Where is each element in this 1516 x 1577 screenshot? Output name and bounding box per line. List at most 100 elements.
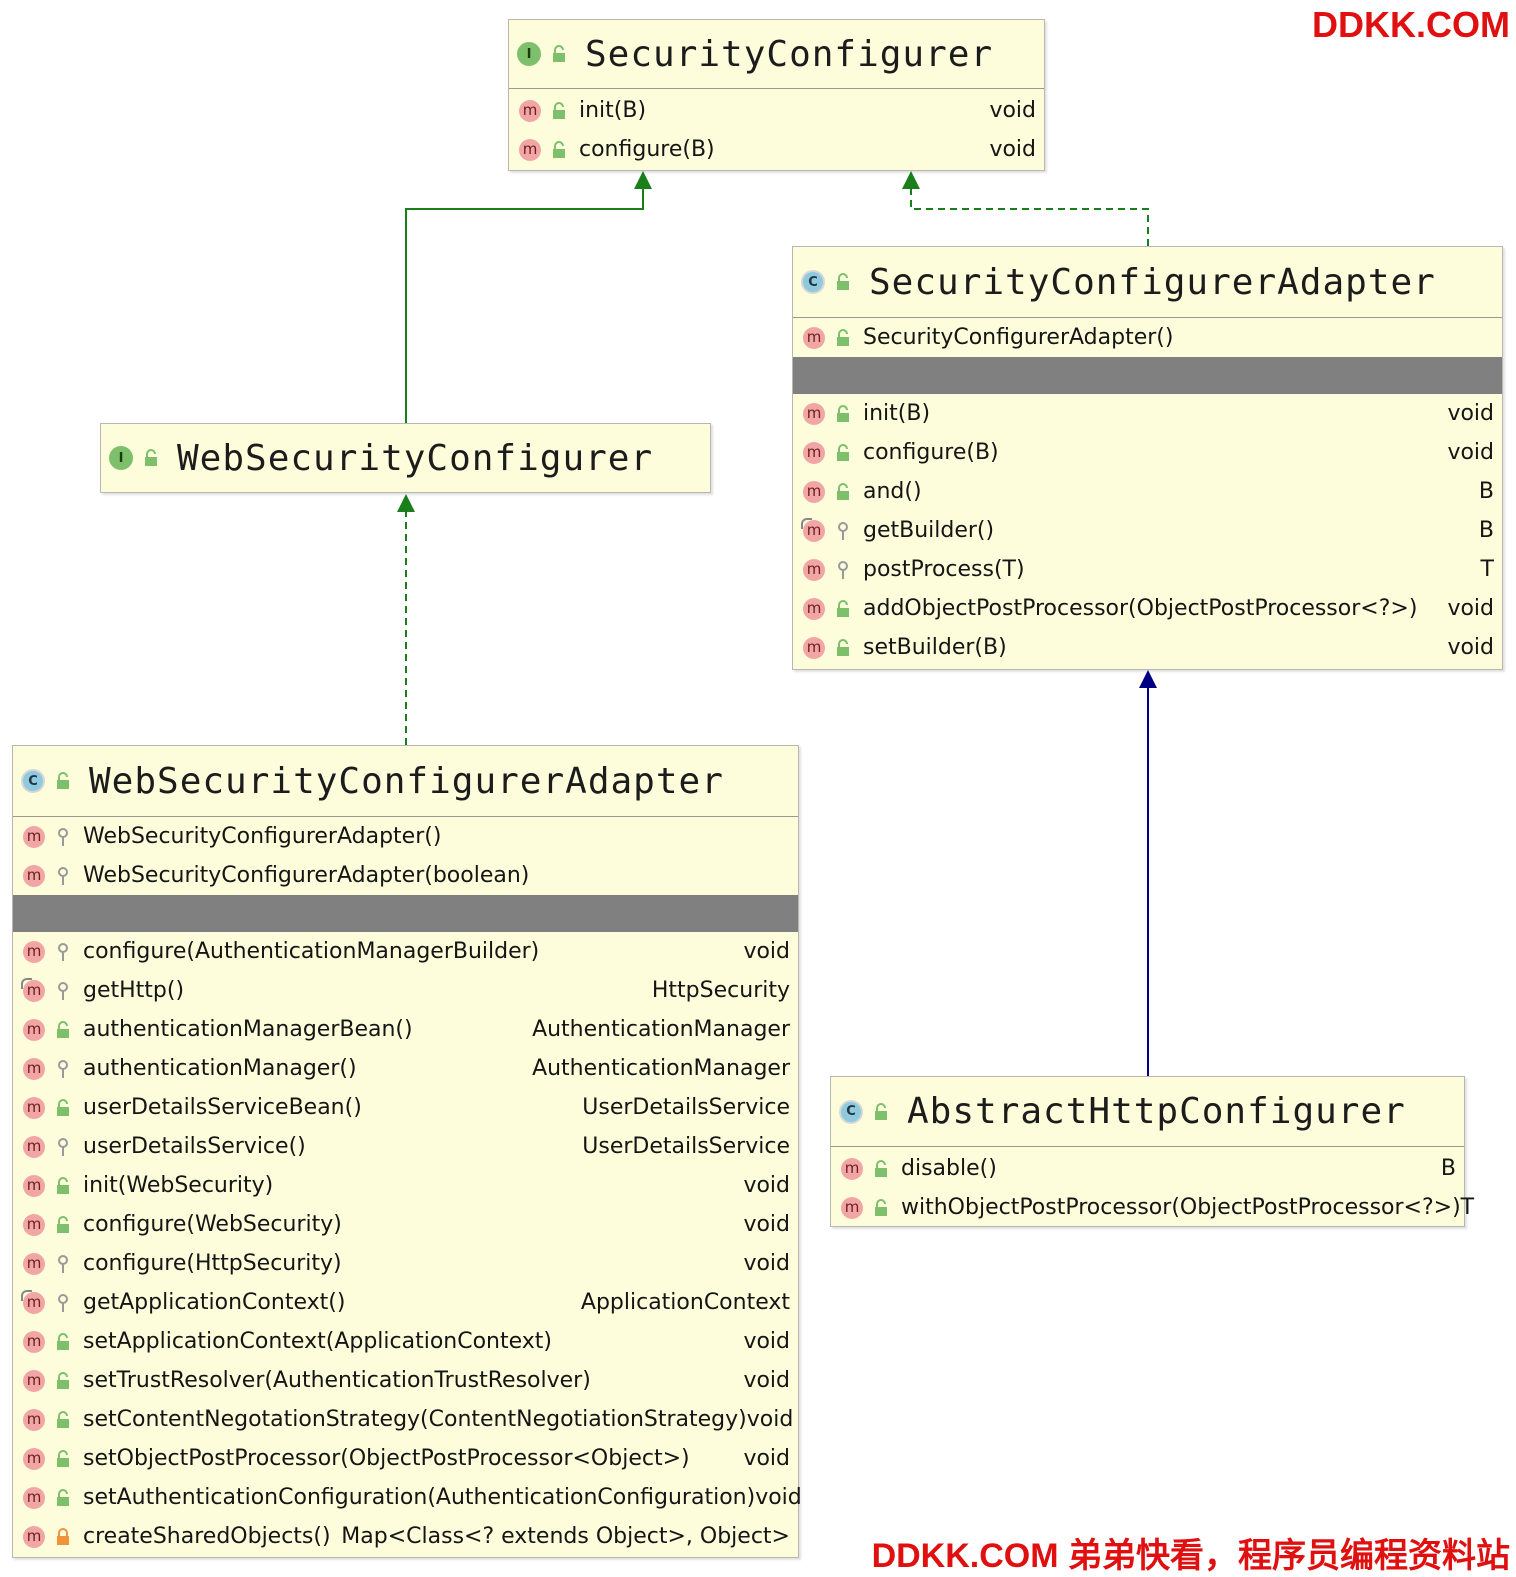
method-name: setTrustResolver(AuthenticationTrustReso… xyxy=(83,1368,591,1393)
node-web-security-configurer[interactable]: I WebSecurityConfigurer xyxy=(100,423,711,493)
constructor-row[interactable]: m WebSecurityConfigurerAdapter(boolean) xyxy=(13,856,798,895)
return-type: T xyxy=(1460,1195,1475,1220)
method-name: init(B) xyxy=(579,98,647,123)
public-visibility-icon xyxy=(57,1488,69,1506)
method-row[interactable]: m init(B) void xyxy=(509,91,1044,130)
public-visibility-icon xyxy=(57,1098,69,1116)
return-type: void xyxy=(743,1251,790,1276)
method-icon: m xyxy=(519,138,541,161)
method-row[interactable]: m setContentNegotationStrategy(ContentNeg… xyxy=(13,1400,798,1439)
public-visibility-icon xyxy=(57,1371,69,1389)
method-icon: m xyxy=(23,1369,45,1392)
protected-visibility-icon xyxy=(838,521,848,540)
method-icon: m xyxy=(803,480,825,503)
class-name: SecurityConfigurer xyxy=(585,33,994,75)
public-visibility-icon xyxy=(57,1215,69,1233)
method-icon: m xyxy=(803,597,825,620)
section-separator xyxy=(13,895,798,932)
method-row[interactable]: m addObjectPostProcessor(ObjectPostProce… xyxy=(793,589,1502,628)
node-security-configurer-adapter[interactable]: C SecurityConfigurerAdapter m SecurityCo… xyxy=(792,246,1503,670)
method-name: withObjectPostProcessor(ObjectPostProces… xyxy=(901,1195,1461,1220)
protected-visibility-icon xyxy=(58,1137,68,1156)
constructor-row[interactable]: m SecurityConfigurerAdapter() xyxy=(793,318,1502,357)
arrowhead-icon xyxy=(397,494,415,512)
node-header: I WebSecurityConfigurer xyxy=(101,424,710,492)
method-row[interactable]: m postProcess(T) T xyxy=(793,550,1502,589)
node-web-security-configurer-adapter[interactable]: C WebSecurityConfigurerAdapter m WebSecu… xyxy=(12,745,802,1558)
class-icon: C xyxy=(839,1099,863,1124)
method-icon: m xyxy=(23,1408,45,1431)
method-icon: m xyxy=(803,558,825,581)
method-icon: m xyxy=(23,1447,45,1470)
method-name: setContentNegotationStrategy(ContentNego… xyxy=(83,1407,747,1432)
constructor-name: WebSecurityConfigurerAdapter() xyxy=(83,824,442,849)
return-type: void xyxy=(743,939,790,964)
method-icon: m xyxy=(803,326,825,349)
constructor-row[interactable]: m WebSecurityConfigurerAdapter() xyxy=(13,817,798,856)
protected-visibility-icon xyxy=(838,560,848,579)
return-type: AuthenticationManager xyxy=(532,1017,790,1042)
return-type: void xyxy=(755,1485,802,1510)
edge-websecurityconfigurer-extends-securityconfigurer xyxy=(405,186,644,423)
public-visibility-icon xyxy=(57,1449,69,1467)
brand-watermark-bottom: DDKK.COM 弟弟快看，程序员编程资料站 xyxy=(871,1537,1510,1575)
public-visibility-icon xyxy=(57,1176,69,1194)
method-row[interactable]: m configure(B) void xyxy=(793,433,1502,472)
method-row[interactable]: m withObjectPostProcessor(ObjectPostProc… xyxy=(831,1188,1474,1227)
method-icon: m xyxy=(23,1096,45,1119)
return-type: Map<Class<? extends Object>, Object> xyxy=(341,1524,790,1549)
method-icon: m xyxy=(841,1157,863,1180)
class-icon: C xyxy=(21,769,45,793)
method-name: authenticationManagerBean() xyxy=(83,1017,413,1042)
node-security-configurer[interactable]: I SecurityConfigurer m init(B) void m co… xyxy=(508,19,1045,171)
method-icon: m xyxy=(803,636,825,659)
node-abstract-http-configurer[interactable]: C AbstractHttpConfigurer m disable() B m… xyxy=(830,1076,1474,1227)
method-row[interactable]: m setTrustResolver(AuthenticationTrustRes… xyxy=(13,1361,798,1400)
return-type: AuthenticationManager xyxy=(532,1056,790,1081)
method-row[interactable]: m disable() B xyxy=(831,1149,1464,1188)
method-row[interactable]: m configure(B) void xyxy=(509,130,1044,169)
method-row[interactable]: m configure(WebSecurity) void xyxy=(13,1205,798,1244)
return-type: void xyxy=(1447,401,1494,426)
return-type: void xyxy=(743,1212,790,1237)
return-type: ApplicationContext xyxy=(580,1290,790,1315)
return-type: HttpSecurity xyxy=(651,978,790,1003)
node-header: C SecurityConfigurerAdapter xyxy=(793,247,1502,318)
method-name: getBuilder() xyxy=(863,518,995,543)
method-row[interactable]: m getBuilder() B xyxy=(793,511,1502,550)
method-row[interactable]: m setBuilder(B) void xyxy=(793,628,1502,667)
abstract-method-icon: m xyxy=(21,977,45,1002)
abstract-method-icon: m xyxy=(801,517,825,542)
method-row[interactable]: m and() B xyxy=(793,472,1502,511)
public-visibility-icon xyxy=(553,45,565,62)
protected-visibility-icon xyxy=(58,1254,68,1273)
arrowhead-icon xyxy=(902,171,920,189)
edge-securityconfigureradapter-implements-securityconfigurer xyxy=(910,186,1149,246)
method-icon: m xyxy=(23,1135,45,1158)
method-row[interactable]: m init(B) void xyxy=(793,394,1502,433)
return-type: void xyxy=(989,98,1036,123)
return-type: void xyxy=(743,1173,790,1198)
method-icon: m xyxy=(23,1213,45,1236)
return-type: UserDetailsService xyxy=(582,1134,790,1159)
method-name: configure(B) xyxy=(579,137,715,162)
abstract-method-icon: m xyxy=(21,1289,45,1314)
constructor-name: SecurityConfigurerAdapter() xyxy=(863,325,1174,350)
return-type: B xyxy=(1478,479,1494,504)
method-icon: m xyxy=(23,864,45,887)
method-name: configure(WebSecurity) xyxy=(83,1212,342,1237)
section-separator xyxy=(793,357,1502,394)
